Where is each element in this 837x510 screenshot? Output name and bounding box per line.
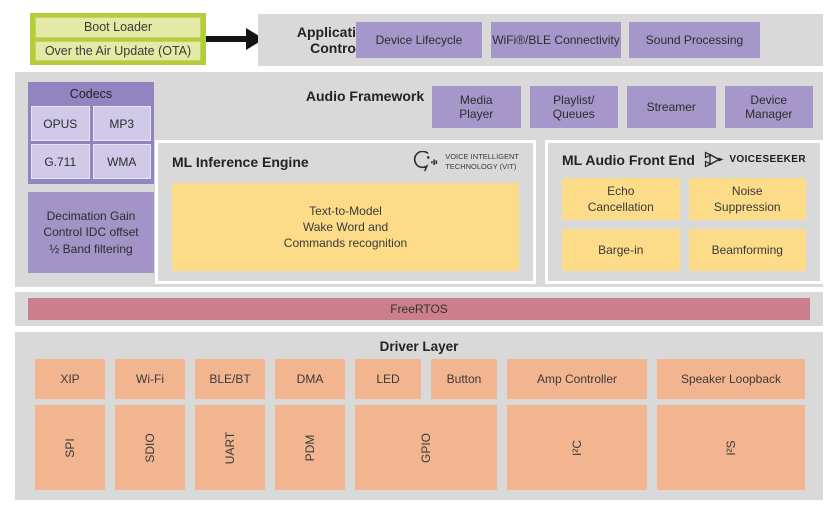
ota-update-box: Over the Air Update (OTA) <box>35 40 201 61</box>
i2c-box: I²C <box>507 405 647 490</box>
voice-head-icon <box>414 151 438 172</box>
xip-box: XIP <box>35 359 105 399</box>
sdio-label: SDIO <box>143 432 157 463</box>
button-box: Button <box>431 359 497 399</box>
text-to-model-box: Text-to-Model Wake Word and Commands rec… <box>172 183 519 271</box>
audio-services-row: Media Player Playlist/ Queues Streamer D… <box>432 86 813 128</box>
driver-layer-title: Driver Layer <box>379 339 459 354</box>
codec-mp3-box: MP3 <box>92 106 151 141</box>
noise-suppression-box: Noise Suppression <box>688 178 806 220</box>
streamer-box: Streamer <box>627 86 716 128</box>
vit-logo: VOICE INTELLIGENT TECHNOLOGY (VIT) <box>413 151 519 173</box>
ml-inference-header: ML Inference Engine VOICE INTELLIGENT TE… <box>158 143 533 177</box>
pdm-label: PDM <box>303 434 317 461</box>
gpio-box: GPIO <box>355 405 497 490</box>
ml-afe-header: ML Audio Front End VOICESEEKER <box>548 143 820 172</box>
i2c-label: I²C <box>570 439 584 456</box>
codec-g711-box: G.711 <box>31 144 90 179</box>
codecs-title: Codecs <box>69 87 113 101</box>
i2s-box: I²S <box>657 405 805 490</box>
device-manager-box: Device Manager <box>724 86 813 128</box>
uart-label: UART <box>223 431 237 464</box>
freertos-band: FreeRTOS <box>15 292 823 326</box>
device-lifecycle-box: Device Lifecycle <box>356 22 482 58</box>
driver-row-top: XIP Wi-Fi BLE/BT DMA LED Button Amp Cont… <box>35 359 805 399</box>
flow-arrow-icon <box>206 28 264 50</box>
i2s-label: I²S <box>724 439 738 456</box>
playlist-queues-box: Playlist/ Queues <box>529 86 618 128</box>
spi-box: SPI <box>35 405 105 490</box>
ml-inference-engine-group: ML Inference Engine VOICE INTELLIGENT TE… <box>155 140 536 284</box>
dma-box: DMA <box>275 359 345 399</box>
ml-audio-front-end-group: ML Audio Front End VOICESEEKER Echo Canc… <box>545 140 823 284</box>
wifi-ble-connectivity-box: WiFi®/BLE Connectivity <box>491 22 621 58</box>
ble-bt-box: BLE/BT <box>195 359 265 399</box>
arrow-shaft <box>206 36 248 42</box>
gpio-label: GPIO <box>419 432 433 463</box>
voiceseeker-triangles-icon <box>705 151 724 168</box>
boot-loader-group: Boot Loader Over the Air Update (OTA) <box>30 13 206 65</box>
application-control-title: Application Control <box>296 23 374 56</box>
echo-cancellation-box: Echo Cancellation <box>562 178 680 220</box>
sound-processing-box: Sound Processing <box>629 22 760 58</box>
audio-framework-title: Audio Framework <box>305 88 425 104</box>
codec-wma-box: WMA <box>92 144 151 179</box>
voiceseeker-logo: VOICESEEKER <box>704 151 806 168</box>
codec-opus-box: OPUS <box>31 106 90 141</box>
beamforming-box: Beamforming <box>688 229 806 271</box>
barge-in-box: Barge-in <box>562 229 680 271</box>
ml-audio-front-end-title: ML Audio Front End <box>562 151 695 168</box>
codecs-group: Codecs OPUS MP3 G.711 WMA <box>28 82 154 184</box>
media-player-box: Media Player <box>432 86 521 128</box>
decimation-gain-box: Decimation Gain Control IDC offset ½ Ban… <box>28 192 154 273</box>
application-control-band: Application Control Device Lifecycle WiF… <box>258 14 823 66</box>
ml-inference-engine-title: ML Inference Engine <box>172 154 309 170</box>
wifi-box: Wi-Fi <box>115 359 185 399</box>
sdio-box: SDIO <box>115 405 185 490</box>
led-box: LED <box>355 359 421 399</box>
ml-afe-grid: Echo Cancellation Noise Suppression Barg… <box>548 172 820 271</box>
voiceseeker-logo-text: VOICESEEKER <box>729 154 806 165</box>
pdm-box: PDM <box>275 405 345 490</box>
vit-logo-text: VOICE INTELLIGENT TECHNOLOGY (VIT) <box>445 152 519 171</box>
amp-controller-box: Amp Controller <box>507 359 647 399</box>
codecs-grid: OPUS MP3 G.711 WMA <box>28 106 154 182</box>
spi-label: SPI <box>63 437 77 458</box>
boot-loader-box: Boot Loader <box>35 17 201 38</box>
audio-framework-band: Codecs OPUS MP3 G.711 WMA Audio Framewor… <box>15 72 823 287</box>
speaker-loopback-box: Speaker Loopback <box>657 359 805 399</box>
driver-layer-band: Driver Layer XIP Wi-Fi BLE/BT DMA LED Bu… <box>15 332 823 500</box>
driver-row-bottom: SPI SDIO UART PDM GPIO I²C I²S <box>35 405 805 490</box>
uart-box: UART <box>195 405 265 490</box>
freertos-bar: FreeRTOS <box>28 298 810 320</box>
